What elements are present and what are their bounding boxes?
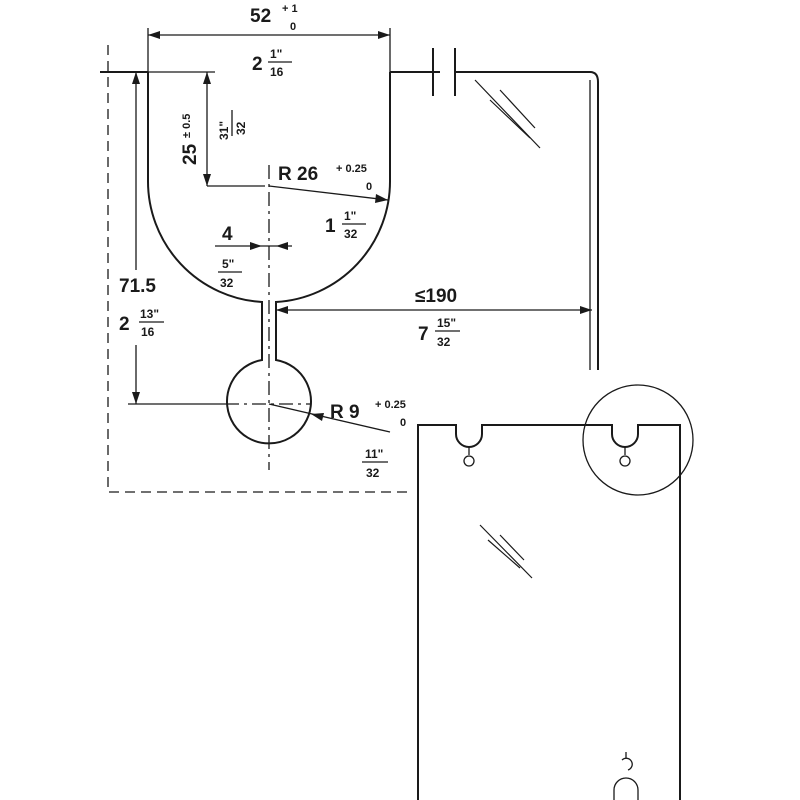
dim-radius-large-tol-upper: + 0.25 [336,163,367,175]
break-symbol [432,48,456,96]
dim-max-offset-inch-num: 15" [437,316,456,330]
dim-hole-depth-inch-whole: 2 [119,314,130,335]
dim-max-offset: ≤190 7 15" 32 [276,286,592,349]
dim-radius-small-tol-upper: + 0.25 [375,399,406,411]
dim-max-offset-inch-whole: 7 [418,324,429,345]
dim-max-offset-value: ≤190 [415,286,457,307]
panel-outline-dashed [107,45,410,493]
dim-arc-depth: 25 ± 0.5 31" 32 [140,71,265,187]
glass-panel-overview [417,424,681,800]
dim-radius-small: R 9 + 0.25 0 11" 32 [268,399,406,480]
dim-slot-width-inch-num: 5" [222,257,234,271]
overview-hole-left [463,447,475,467]
dim-radius-large-value: R 26 [278,164,318,185]
dim-width-inch-whole: 2 [252,54,263,75]
overview-bottom-hole [613,752,639,800]
dim-arc-depth-inch-num: 31" [217,121,231,140]
dim-hole-depth-inch-num: 13" [140,307,159,321]
dim-radius-large-tol-lower: 0 [366,181,372,193]
dim-width-tol-upper: + 1 [282,3,298,15]
dim-width-top: 52 + 1 0 2 1" 16 [147,3,391,79]
dim-radius-large-inch-den: 32 [344,227,358,241]
dim-slot-width-value: 4 [222,224,233,245]
glass-right-edge [589,71,599,370]
dim-radius-small-tol-lower: 0 [400,417,406,429]
dim-width-inch-num: 1" [270,47,282,61]
detail-callout-circle [582,384,694,496]
dim-arc-depth-inch-den: 32 [234,121,248,135]
dim-hole-depth-inch-den: 16 [141,325,155,339]
dim-width-value: 52 [250,6,271,27]
glass-hatch-overview [479,524,533,579]
overview-hole-right [619,447,631,467]
dim-width-tol-lower: 0 [290,21,296,33]
dim-arc-depth-value: 25 [180,143,201,165]
dim-radius-small-inch-den: 32 [366,466,380,480]
dim-radius-large: R 26 + 0.25 0 1 1" 32 [268,163,389,241]
dim-slot-width: 4 5" 32 [215,224,292,290]
dim-radius-small-inch-num: 11" [365,447,383,461]
dim-max-offset-inch-den: 32 [437,335,451,349]
dim-hole-depth: 71.5 2 13" 16 [115,72,225,405]
dim-radius-large-inch-whole: 1 [325,216,336,237]
dim-radius-large-inch-num: 1" [344,209,356,223]
dim-hole-depth-value: 71.5 [119,276,156,297]
dim-slot-width-inch-den: 32 [220,276,234,290]
dim-radius-small-value: R 9 [330,402,360,423]
dim-width-inch-den: 16 [270,65,284,79]
glass-hatch-upper [474,79,541,149]
dim-arc-depth-tol: ± 0.5 [181,114,193,138]
